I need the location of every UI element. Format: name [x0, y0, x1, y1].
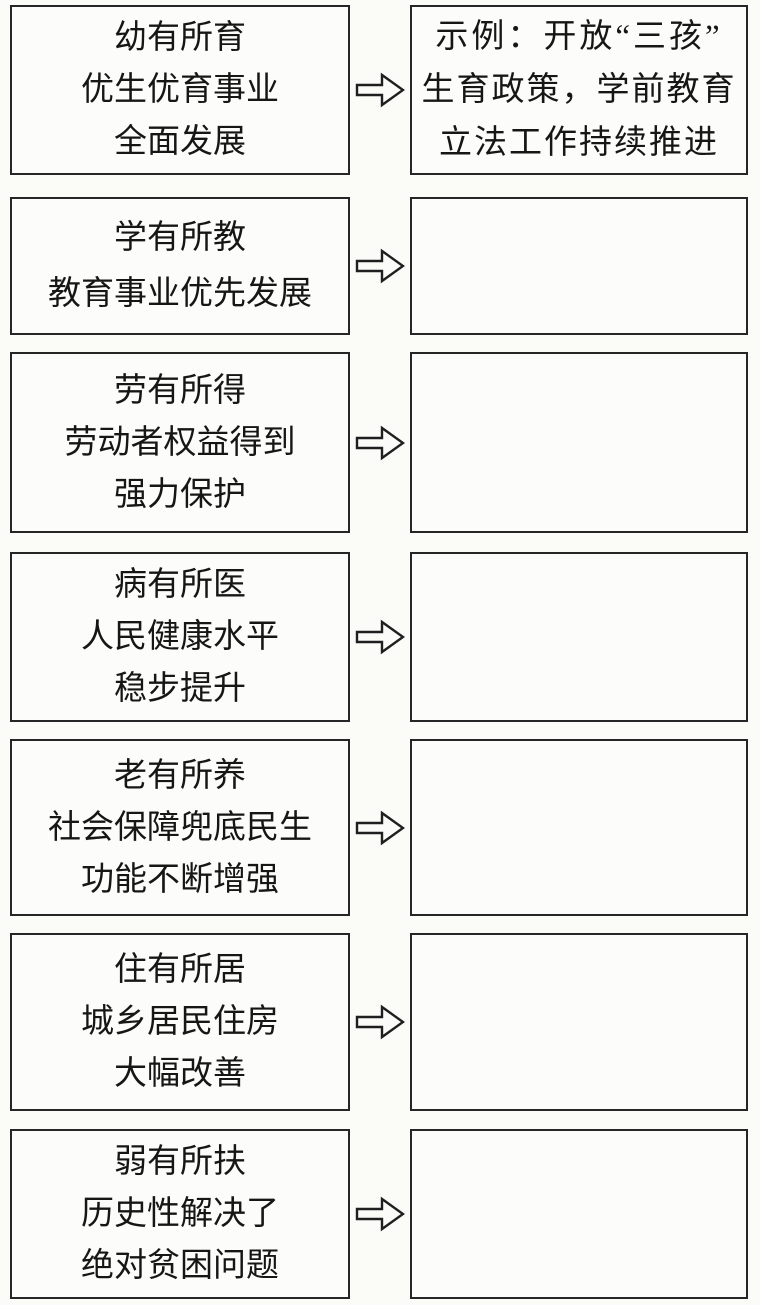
category-title: 劳有所得	[114, 372, 246, 409]
category-desc: 人民健康水平	[81, 619, 279, 655]
category-desc: 劳动者权益得到	[64, 424, 296, 461]
category-title: 幼有所育	[114, 20, 246, 56]
category-desc: 大幅改善	[114, 1056, 246, 1092]
category-desc: 历史性解决了	[81, 1196, 279, 1232]
category-box-7: 弱有所扶 历史性解决了 绝对贫困问题	[10, 1129, 350, 1299]
category-title: 弱有所扶	[114, 1144, 246, 1180]
arrow-cell	[350, 1129, 410, 1299]
category-box-1: 幼有所育 优生优育事业 全面发展	[10, 5, 350, 175]
right-arrow-icon	[355, 72, 405, 108]
right-arrow-icon	[355, 1196, 405, 1232]
category-title: 住有所居	[114, 952, 246, 988]
diagram-row-2: 学有所教 教育事业优先发展	[10, 197, 748, 335]
diagram-row-6: 住有所居 城乡居民住房 大幅改善	[10, 933, 748, 1111]
diagram-row-3: 劳有所得 劳动者权益得到 强力保护	[10, 352, 748, 533]
category-box-2: 学有所教 教育事业优先发展	[10, 197, 350, 335]
right-arrow-icon	[355, 1004, 405, 1040]
diagram-row-7: 弱有所扶 历史性解决了 绝对贫困问题	[10, 1129, 748, 1299]
category-box-6: 住有所居 城乡居民住房 大幅改善	[10, 933, 350, 1111]
answer-box-6	[410, 933, 748, 1111]
arrow-cell	[350, 552, 410, 722]
arrow-cell	[350, 5, 410, 175]
answer-box-2	[410, 197, 748, 335]
arrow-cell	[350, 933, 410, 1111]
category-title: 老有所养	[114, 757, 246, 794]
category-desc: 城乡居民住房	[81, 1004, 279, 1040]
diagram-row-5: 老有所养 社会保障兜底民生 功能不断增强	[10, 739, 748, 916]
right-arrow-icon	[355, 425, 405, 460]
answer-box-1: 示例：开放“三孩” 生育政策，学前教育 立法工作持续推进	[410, 5, 748, 175]
answer-box-7	[410, 1129, 748, 1299]
right-arrow-icon	[355, 248, 405, 284]
category-desc: 稳步提升	[114, 671, 246, 707]
example-text: 生育政策，学前教育	[421, 71, 737, 108]
category-desc: 强力保护	[114, 476, 246, 513]
category-desc: 教育事业优先发展	[48, 276, 312, 312]
answer-box-5	[410, 739, 748, 916]
category-title: 病有所医	[114, 567, 246, 603]
category-box-4: 病有所医 人民健康水平 稳步提升	[10, 552, 350, 722]
example-text: 示例：开放“三孩”	[435, 18, 723, 55]
answer-box-4	[410, 552, 748, 722]
category-title: 学有所教	[114, 220, 246, 256]
arrow-cell	[350, 352, 410, 533]
diagram-row-1: 幼有所育 优生优育事业 全面发展 示例：开放“三孩” 生育政策，学前教育 立法工…	[10, 5, 748, 175]
category-box-5: 老有所养 社会保障兜底民生 功能不断增强	[10, 739, 350, 916]
category-desc: 优生优育事业	[81, 72, 279, 108]
answer-box-3	[410, 352, 748, 533]
category-desc: 功能不断增强	[81, 861, 279, 898]
arrow-cell	[350, 197, 410, 335]
diagram-row-4: 病有所医 人民健康水平 稳步提升	[10, 552, 748, 722]
example-text: 立法工作持续推进	[439, 124, 719, 161]
category-desc: 社会保障兜底民生	[48, 809, 312, 846]
right-arrow-icon	[355, 810, 405, 845]
category-box-3: 劳有所得 劳动者权益得到 强力保护	[10, 352, 350, 533]
category-desc: 绝对贫困问题	[81, 1248, 279, 1284]
arrow-cell	[350, 739, 410, 916]
right-arrow-icon	[355, 619, 405, 655]
category-desc: 全面发展	[114, 124, 246, 160]
